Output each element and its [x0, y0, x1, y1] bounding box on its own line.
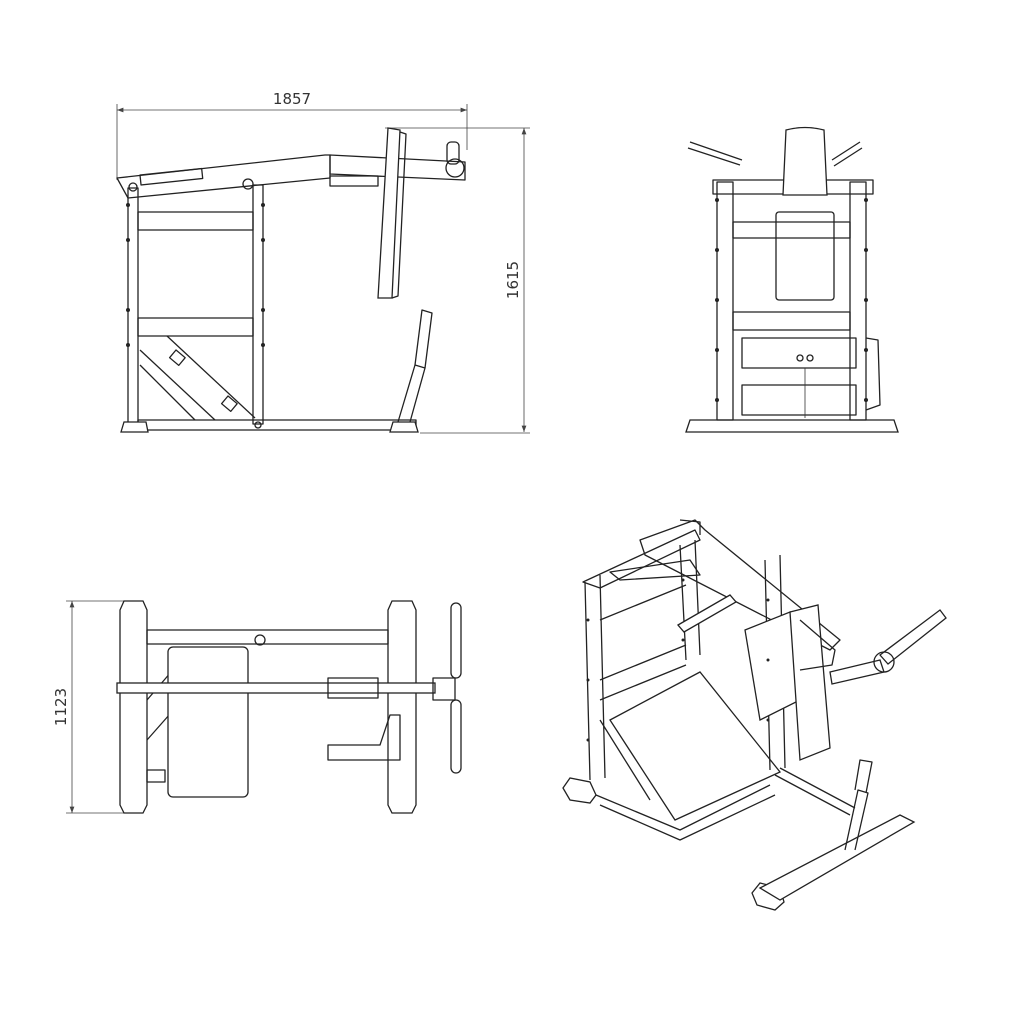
- width-dimension: 1123: [52, 600, 125, 814]
- isometric-view: [562, 519, 947, 911]
- height-dimension: 1615: [385, 127, 530, 434]
- side-view: 1857 1615: [116, 90, 530, 434]
- width-label: 1123: [52, 688, 70, 726]
- length-label: 1857: [273, 90, 311, 108]
- length-dimension: 1857: [116, 90, 468, 180]
- height-label: 1615: [504, 261, 522, 299]
- top-view: 1123: [52, 600, 462, 814]
- front-view: [685, 126, 899, 433]
